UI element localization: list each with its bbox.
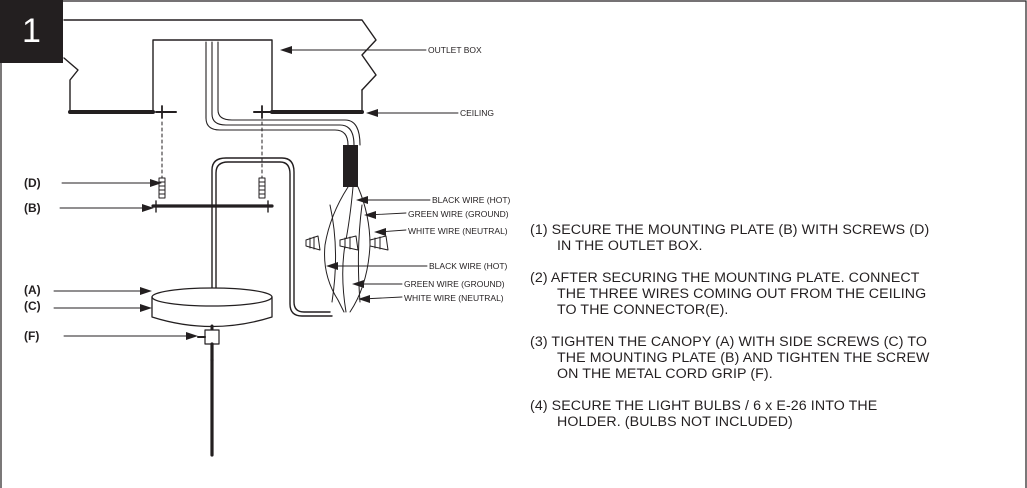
instruction-step-3: (3) TIGHTEN THE CANOPY (A) WITH SIDE SCR… bbox=[530, 334, 1027, 382]
instruction-step-4: (4) SECURE THE LIGHT BULBS / 6 x E-26 IN… bbox=[530, 398, 1027, 430]
label-f: (F) bbox=[24, 329, 39, 343]
leader-lines bbox=[53, 49, 459, 337]
label-d: (D) bbox=[24, 176, 41, 190]
instruction-text: THE THREE WIRES COMING OUT FROM THE CEIL… bbox=[557, 286, 927, 302]
label-outlet-box: OUTLET BOX bbox=[428, 45, 482, 55]
label-ceiling: CEILING bbox=[460, 108, 494, 118]
label-black-wire-hot-supply: BLACK WIRE (HOT) bbox=[432, 195, 511, 205]
step-number-badge: 1 bbox=[0, 0, 63, 63]
mounting-screws-d bbox=[155, 105, 275, 199]
instruction-text: (1) SECURE THE MOUNTING PLATE (B) WITH S… bbox=[530, 222, 930, 238]
instruction-step-2: (2) AFTER SECURING THE MOUNTING PLATE. C… bbox=[530, 270, 1027, 318]
supply-wires bbox=[205, 41, 361, 187]
label-green-wire-ground-supply: GREEN WIRE (GROUND) bbox=[408, 209, 509, 219]
fixture-cord bbox=[210, 157, 333, 457]
instruction-text: (4) SECURE THE LIGHT BULBS / 6 x E-26 IN… bbox=[530, 398, 878, 414]
label-white-wire-neutral-fixture: WHITE WIRE (NEUTRAL) bbox=[404, 293, 504, 303]
label-green-wire-ground-fixture: GREEN WIRE (GROUND) bbox=[404, 279, 505, 289]
instruction-text: (3) TIGHTEN THE CANOPY (A) WITH SIDE SCR… bbox=[530, 334, 928, 350]
instruction-text: IN THE OUTLET BOX. bbox=[557, 238, 703, 254]
arrowheads bbox=[140, 46, 386, 340]
instruction-text: ON THE METAL CORD GRIP (F). bbox=[557, 366, 773, 382]
instruction-list: (1) SECURE THE MOUNTING PLATE (B) WITH S… bbox=[530, 222, 1027, 446]
instruction-step-1: (1) SECURE THE MOUNTING PLATE (B) WITH S… bbox=[530, 222, 1027, 254]
instruction-text: TO THE CONNECTOR(E). bbox=[557, 302, 729, 318]
instruction-text: THE MOUNTING PLATE (B) AND TIGHTEN THE S… bbox=[557, 350, 930, 366]
label-black-wire-hot-fixture: BLACK WIRE (HOT) bbox=[429, 261, 508, 271]
canopy-a bbox=[151, 287, 273, 328]
instruction-text: HOLDER. (BULBS NOT INCLUDED) bbox=[557, 414, 793, 430]
label-white-wire-neutral-supply: WHITE WIRE (NEUTRAL) bbox=[408, 226, 508, 236]
label-a: (A) bbox=[24, 283, 41, 297]
label-c: (C) bbox=[24, 299, 41, 313]
ceiling-structure bbox=[63, 19, 377, 114]
label-b: (B) bbox=[24, 201, 41, 215]
instruction-text: (2) AFTER SECURING THE MOUNTING PLATE. C… bbox=[530, 270, 920, 286]
wire-connectors-e bbox=[305, 186, 389, 313]
cord-grip-f bbox=[197, 324, 220, 362]
